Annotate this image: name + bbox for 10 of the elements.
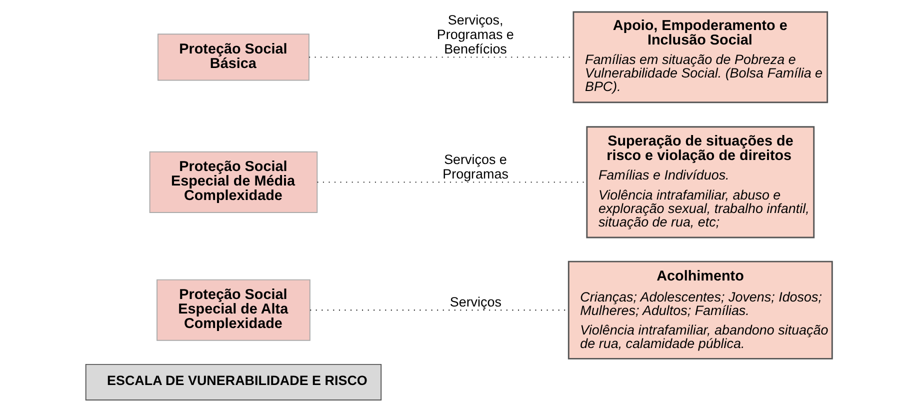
- node-box: Acolhimento Crianças; Adolescentes; Jovens; Idosos; Mulheres; Adultos; Famílias. Violência intrafamiliar, abandono situação de rua, calamidade pública.: [567, 260, 832, 360]
- node-box: ESCALA DE VUNERABILIDADE E RISCO: [84, 364, 382, 400]
- node-box: Superação de situações de risco e violação de direitos Famílias e Indivíduos. Violência intrafamiliar, abuso e exploração sexual, trabalho infantil, situação de rua, etc;: [586, 126, 814, 238]
- edge-label: Serviços, Programas e Benefícios: [436, 12, 514, 57]
- edge-label: Serviços e Programas: [442, 152, 508, 182]
- node-box: Proteção Social Especial de Média Complexidade: [148, 151, 318, 213]
- node-box: Apoio, Empoderamento e Inclusão Social Famílias em situação de Pobreza e Vulnerabilidade Social. (Bolsa Família e BPC).: [572, 11, 828, 104]
- node-box: Proteção Social Básica: [157, 34, 309, 81]
- edge-label: Serviços: [449, 294, 501, 310]
- node-box: Proteção Social Especial de Alta Complexidade: [156, 279, 310, 341]
